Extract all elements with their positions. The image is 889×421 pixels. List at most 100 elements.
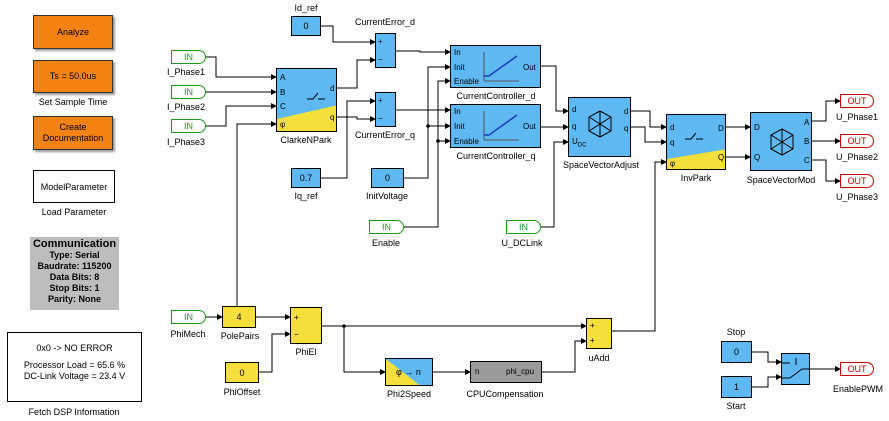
initvoltage-constant[interactable]: 0	[371, 168, 404, 188]
clarke-n-park-block[interactable]: A B C φ d q	[276, 68, 337, 132]
cpu-compensation-block[interactable]: n phi_cpu	[470, 361, 542, 383]
phi2speed-label: Phi2Speed	[386, 389, 432, 399]
svm-out-B: B	[804, 137, 810, 146]
inport-i-phase1[interactable]: IN	[171, 50, 206, 64]
sample-time-caption: Set Sample Time	[38, 97, 108, 107]
uadd-plus-2: +	[590, 336, 595, 345]
cpu-compensation-label: CPUCompensation	[466, 389, 544, 399]
sample-time-value: Ts = 50.0us	[49, 71, 97, 81]
communication-panel[interactable]: Communication Type: Serial Baudrate: 115…	[30, 237, 119, 310]
inport-enable[interactable]: IN	[369, 220, 404, 234]
phioffset-constant[interactable]: 0	[225, 362, 259, 383]
space-vector-mod-block[interactable]: D Q A B C	[750, 112, 812, 171]
space-vector-adjust-block[interactable]: d q UDC d q	[568, 97, 631, 157]
outport-enablepwm[interactable]: OUT	[840, 362, 874, 376]
initvoltage-label: InitVoltage	[365, 191, 409, 201]
cc-d-ramp-icon	[483, 52, 519, 82]
outport-u-phase2-label: U_Phase2	[835, 152, 879, 162]
inport-i-phase3-label: I_Phase3	[167, 137, 206, 147]
clarke-port-q: q	[330, 113, 335, 122]
clarke-yellow-corner	[277, 92, 336, 131]
dsp-info-box[interactable]: 0x0 -> NO ERROR Processor Load = 65.6 % …	[7, 332, 142, 402]
stop-label: Stop	[726, 327, 746, 337]
inport-i-phase3[interactable]: IN	[171, 119, 206, 133]
invpark-yellow-corner	[667, 132, 725, 169]
cc-q-out: Out	[523, 122, 536, 131]
inport-u-dclink[interactable]: IN	[506, 220, 541, 234]
phiel-label: PhiEl	[295, 347, 317, 357]
outport-enablepwm-label: EnablePWM	[832, 384, 884, 394]
inport-i-phase1-label: I_Phase1	[167, 67, 206, 77]
current-error-d-sum[interactable]: + −	[375, 33, 396, 68]
current-controller-q-block[interactable]: In Init Enable Out	[450, 104, 541, 148]
svm-port-D: D	[754, 123, 760, 132]
phi2speed-yellow-corner	[386, 359, 420, 385]
clarke-n-park-label: ClarkeNPark	[280, 135, 332, 145]
outport-u-phase3[interactable]: OUT	[840, 174, 874, 188]
cc-d-out: Out	[523, 63, 536, 72]
cc-d-enable: Enable	[454, 77, 479, 86]
invpark-block[interactable]: d q φ D Q	[666, 114, 726, 170]
uadd-sum-block[interactable]: + +	[586, 318, 612, 349]
polepairs-constant[interactable]: 4	[222, 306, 256, 328]
stop-constant[interactable]: 0	[721, 341, 752, 363]
model-parameter-button[interactable]: ModelParameter	[33, 170, 115, 203]
clarke-port-d: d	[330, 84, 335, 93]
current-error-q-sum[interactable]: + −	[375, 92, 396, 127]
create-documentation-button[interactable]: Create Documentation	[33, 116, 113, 150]
phioffset-label: PhiOffset	[223, 387, 261, 397]
phi2speed-block[interactable]: φ → n	[385, 358, 433, 386]
uadd-plus-1: +	[590, 321, 595, 330]
current-error-d-label: CurrentError_d	[354, 17, 416, 27]
dsp-status: 0x0 -> NO ERROR	[36, 343, 113, 353]
outport-u-phase1[interactable]: OUT	[840, 94, 874, 108]
dsp-processor-load: Processor Load = 65.6 %	[23, 360, 126, 370]
outport-u-phase3-label: U_Phase3	[835, 192, 879, 202]
outport-u-phase1-label: U_Phase1	[835, 112, 879, 122]
cpucomp-port-n: n	[475, 367, 480, 376]
current-controller-d-label: CurrentController_d	[456, 91, 536, 101]
cc-q-ramp-icon	[483, 111, 519, 141]
inport-phimech[interactable]: IN	[171, 310, 206, 324]
cc-q-enable: Enable	[454, 137, 479, 146]
invpark-out-D: D	[718, 124, 724, 133]
current-controller-q-label: CurrentController_q	[456, 151, 536, 161]
id-ref-constant[interactable]: 0	[291, 16, 321, 36]
enable-switch-block[interactable]	[781, 353, 811, 385]
inport-u-dclink-label: U_DCLink	[501, 238, 543, 248]
id-ref-label: Id_ref	[294, 3, 318, 13]
cc-d-init: Init	[454, 63, 465, 72]
sample-time-button[interactable]: Ts = 50.0us	[33, 60, 113, 93]
space-vector-adjust-label: SpaceVectorAdjust	[562, 160, 640, 170]
current-controller-d-block[interactable]: In Init Enable Out	[450, 45, 541, 88]
inport-phimech-label: PhiMech	[170, 329, 206, 339]
iq-ref-label: Iq_ref	[294, 191, 318, 201]
analyze-button[interactable]: Analyze	[33, 15, 113, 49]
communication-parity: Parity: None	[47, 294, 101, 304]
cc-d-in: In	[454, 48, 461, 57]
invpark-label: InvPark	[680, 173, 712, 183]
uadd-label: uAdd	[588, 353, 610, 363]
invpark-out-Q: Q	[718, 153, 725, 162]
switch-icon	[782, 358, 811, 379]
communication-type: Type: Serial	[49, 250, 100, 260]
phiel-minus: −	[294, 330, 299, 339]
invpark-port-q: q	[670, 138, 675, 147]
communication-stop-bits: Stop Bits: 1	[49, 283, 100, 293]
inport-i-phase2[interactable]: IN	[171, 85, 206, 99]
err-q-plus: +	[378, 96, 383, 105]
svm-out-C: C	[804, 156, 810, 165]
invpark-port-d: d	[670, 123, 675, 132]
err-q-minus: −	[378, 114, 383, 123]
space-vector-mod-label: SpaceVectorMod	[746, 175, 816, 185]
start-constant[interactable]: 1	[721, 376, 752, 398]
inport-i-phase2-label: I_Phase2	[167, 102, 206, 112]
iq-ref-constant[interactable]: 0.7	[291, 168, 321, 188]
cc-q-in: In	[454, 107, 461, 116]
sva-port-q: q	[572, 122, 577, 131]
communication-baudrate: Baudrate: 115200	[37, 261, 112, 271]
phiel-sum-block[interactable]: + −	[290, 307, 322, 344]
outport-u-phase2[interactable]: OUT	[840, 134, 874, 148]
invpark-port-phi: φ	[670, 159, 676, 168]
